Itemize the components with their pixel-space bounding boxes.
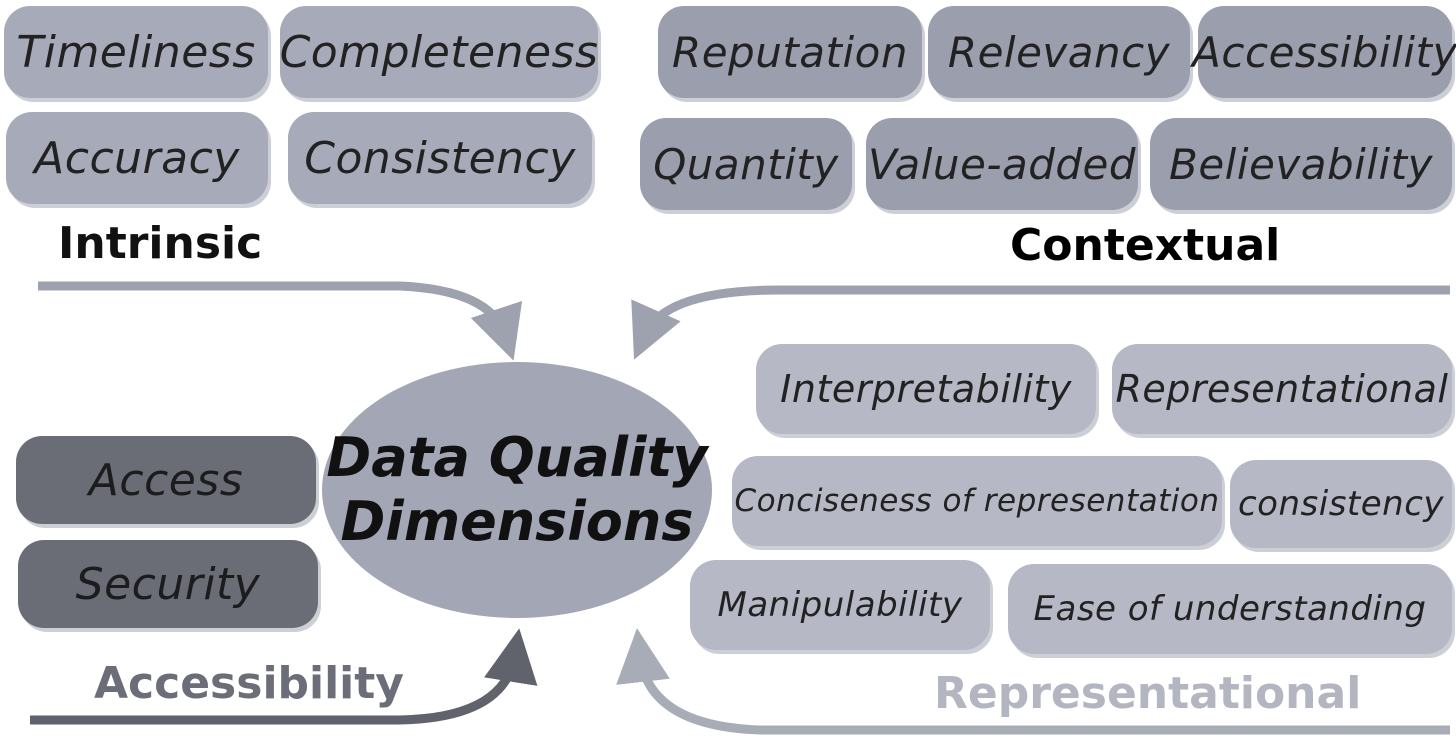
representational-item-conciseness: Conciseness of representation [732,456,1222,546]
center-title-line-2: Dimensions [340,490,694,553]
contextual-item-reputation: Reputation [658,6,922,98]
intrinsic-arrow [38,281,523,361]
intrinsic-item-completeness: Completeness [280,6,598,98]
representational-item-ease-of-understanding: Ease of understanding [1008,564,1452,654]
representational-item-manipulability: Manipulability [690,560,990,650]
contextual-item-believability: Believability [1150,118,1452,210]
intrinsic-label: Intrinsic [58,218,263,269]
contextual-item-relevancy: Relevancy [928,6,1190,98]
representational-arrow [616,628,1450,735]
intrinsic-item-timeliness: Timeliness [4,6,268,98]
representational-item-representational: Representational [1112,344,1452,434]
contextual-item-value-added: Value-added [866,118,1138,210]
accessibility-arrow [30,628,538,725]
accessibility-label: Accessibility [94,658,404,709]
accessibility-item-access: Access [16,436,316,524]
representational-item-interpretability: Interpretability [756,344,1096,434]
accessibility-item-security: Security [18,540,318,628]
contextual-item-accessibility: Accessibility [1192,6,1456,98]
contextual-item-quantity: Quantity [640,118,852,210]
intrinsic-item-accuracy: Accuracy [6,112,268,204]
center-data-quality-dimensions: Data Quality Dimensions [322,362,712,618]
representational-item-consistency: consistency [1230,460,1452,548]
contextual-label: Contextual [1010,220,1281,271]
center-title-line-1: Data Quality [326,426,708,489]
representational-label: Representational [934,668,1362,719]
contextual-arrow [631,285,1450,360]
intrinsic-item-consistency: Consistency [288,112,592,204]
